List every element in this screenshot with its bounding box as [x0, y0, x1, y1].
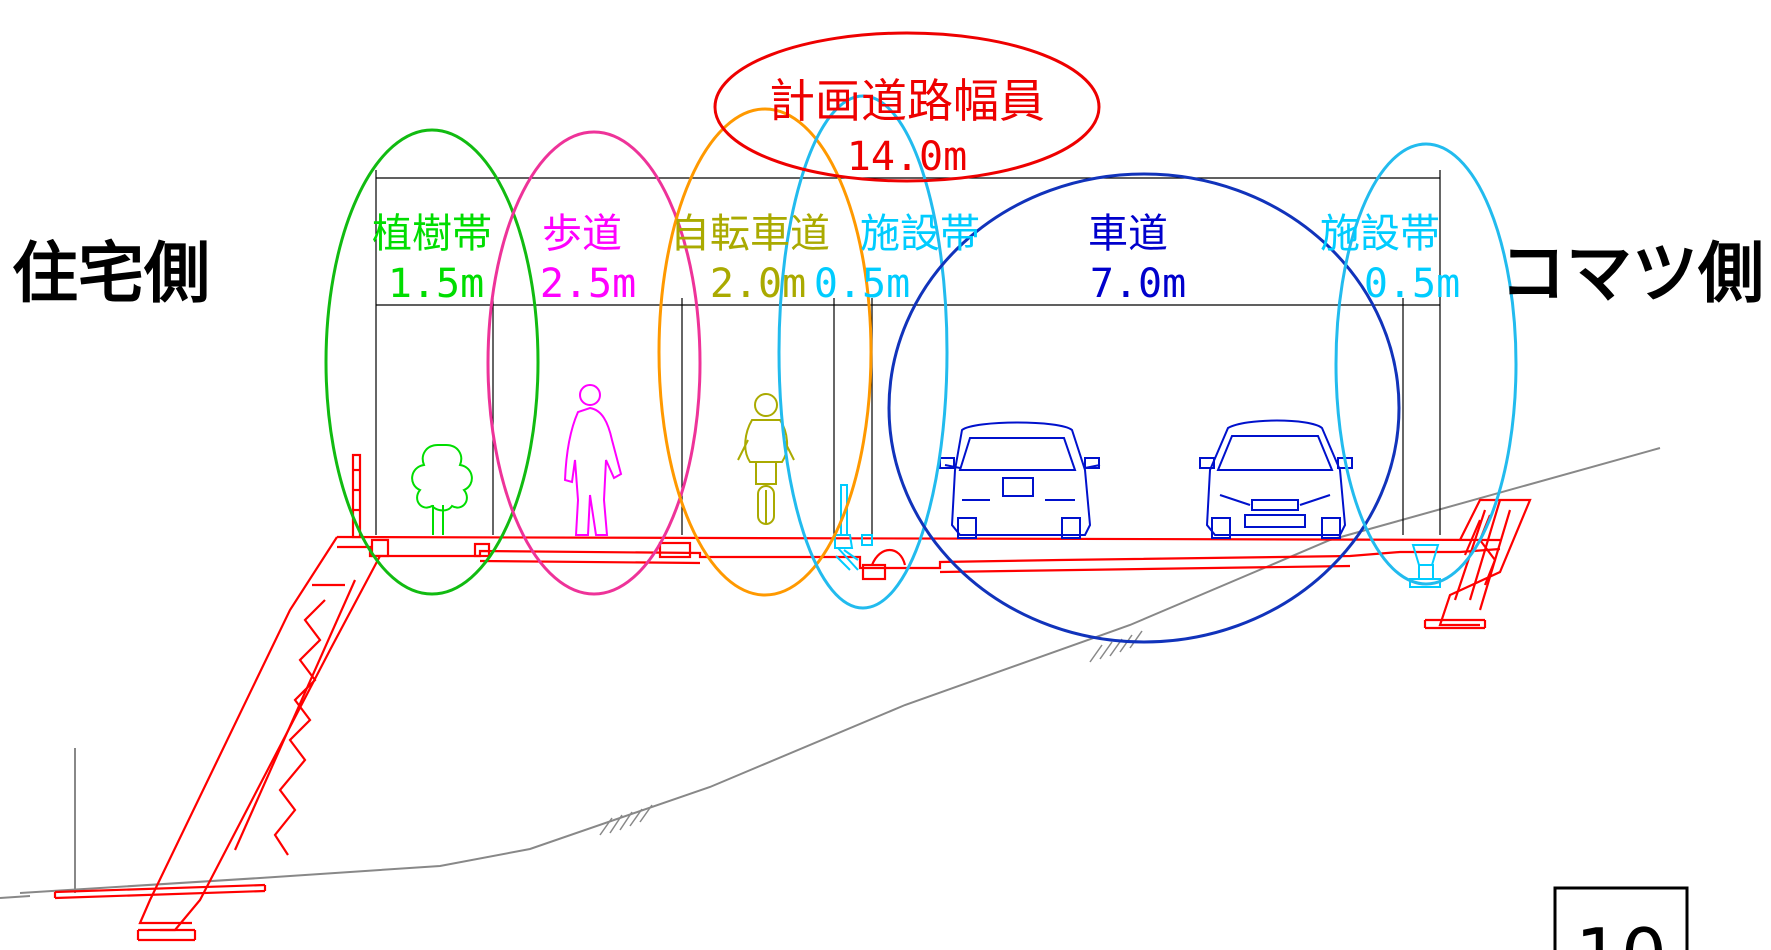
komatsu-side-label: コマツ側 — [1500, 235, 1764, 312]
ellipse-total-width — [713, 31, 1101, 183]
zone-name-roadway: 車道 — [1088, 211, 1168, 257]
zone-highlights — [324, 31, 1518, 644]
ellipse-roadway — [887, 172, 1401, 644]
zone-width-bikeway: 2.0m — [710, 261, 806, 307]
zone-name-facility-right: 施設帯 — [1320, 211, 1440, 257]
planned-road-width-label: 計画道路幅員 — [769, 74, 1045, 128]
facility-post-icon-right — [1409, 544, 1441, 588]
pedestrian-icon — [563, 384, 623, 536]
residential-side-label: 住宅側 — [12, 235, 210, 312]
ellipse-facility-left — [777, 94, 949, 610]
ground-edge-left-base — [0, 895, 31, 899]
road-structure — [53, 453, 1532, 942]
ellipse-sidewalk — [486, 130, 702, 596]
ellipse-bikeway — [657, 107, 873, 597]
zone-width-facility-right: 0.5m — [1364, 261, 1460, 307]
car-rear-icon — [939, 421, 1101, 539]
tree-icon — [411, 444, 473, 535]
zone-name-bikeway: 自転車道 — [670, 211, 830, 257]
zone-name-sidewalk: 歩道 — [542, 211, 622, 257]
zone-width-roadway: 7.0m — [1090, 261, 1186, 307]
zone-width-sidewalk: 2.5m — [540, 261, 636, 307]
page-number-box — [1553, 886, 1689, 950]
ellipse-planting — [324, 128, 540, 596]
car-front-icon — [1199, 419, 1353, 539]
planned-road-width-value: 14.0m — [847, 134, 967, 180]
ellipse-facility-right — [1334, 142, 1518, 586]
zone-name-planting: 植樹帯 — [372, 211, 492, 257]
zone-width-facility-left: 0.5m — [814, 261, 910, 307]
facility-post-icon — [834, 484, 873, 571]
zone-width-planting: 1.5m — [388, 261, 484, 307]
ground-hatch — [599, 630, 1143, 836]
page-number: 10 — [1575, 913, 1667, 950]
zone-name-facility-left: 施設帯 — [860, 211, 980, 257]
cyclist-icon — [737, 393, 795, 525]
